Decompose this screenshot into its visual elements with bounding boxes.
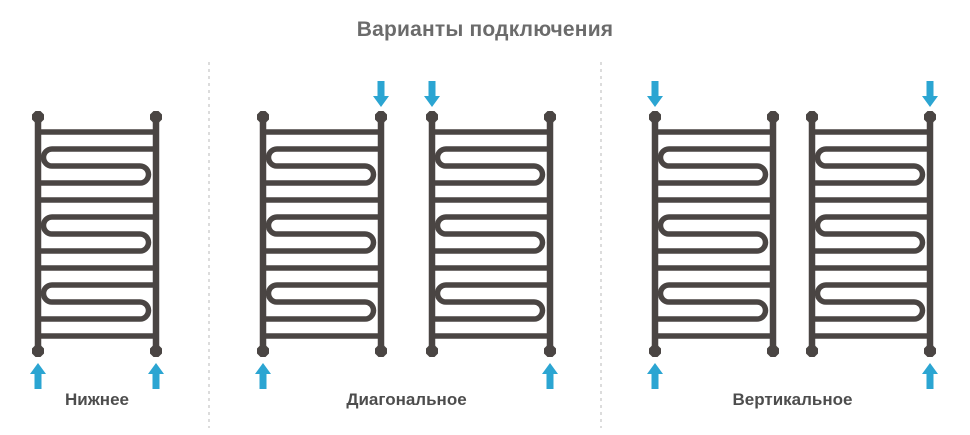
- towel-rail-vertical-connection-b: [806, 80, 938, 390]
- flow-outlet-arrow-up-icon: [647, 363, 663, 389]
- towel-rail-diagonal-connection-b: [424, 80, 558, 390]
- flow-outlet-arrow-up-icon: [255, 363, 271, 389]
- flow-inlet-arrow-down-icon: [373, 81, 389, 107]
- flow-inlet-arrow-down-icon: [424, 81, 440, 107]
- group-separator: [208, 62, 210, 428]
- flow-inlet-arrow-down-icon: [647, 81, 663, 107]
- flow-outlet-arrow-up-icon: [148, 363, 164, 389]
- flow-outlet-arrow-up-icon: [30, 363, 46, 389]
- group-separator: [600, 62, 602, 428]
- towel-rail-drawing: [257, 110, 387, 358]
- flow-outlet-arrow-up-icon: [542, 363, 558, 389]
- towel-rail-bottom-connection: [30, 80, 164, 390]
- flow-inlet-arrow-down-icon: [922, 81, 938, 107]
- group-label-vertical: Вертикальное: [732, 390, 853, 409]
- group-label-bottom: Нижнее: [65, 390, 129, 409]
- towel-rail-drawing: [32, 110, 162, 358]
- page-title: Варианты подключения: [356, 18, 614, 41]
- towel-rail-vertical-connection-a: [647, 80, 779, 390]
- towel-rail-drawing: [806, 110, 936, 358]
- flow-outlet-arrow-up-icon: [922, 363, 938, 389]
- towel-rail-drawing: [649, 110, 779, 358]
- towel-rail-diagonal-connection-a: [255, 80, 389, 390]
- towel-rail-drawing: [426, 110, 556, 358]
- group-label-diagonal: Диагональное: [346, 390, 467, 409]
